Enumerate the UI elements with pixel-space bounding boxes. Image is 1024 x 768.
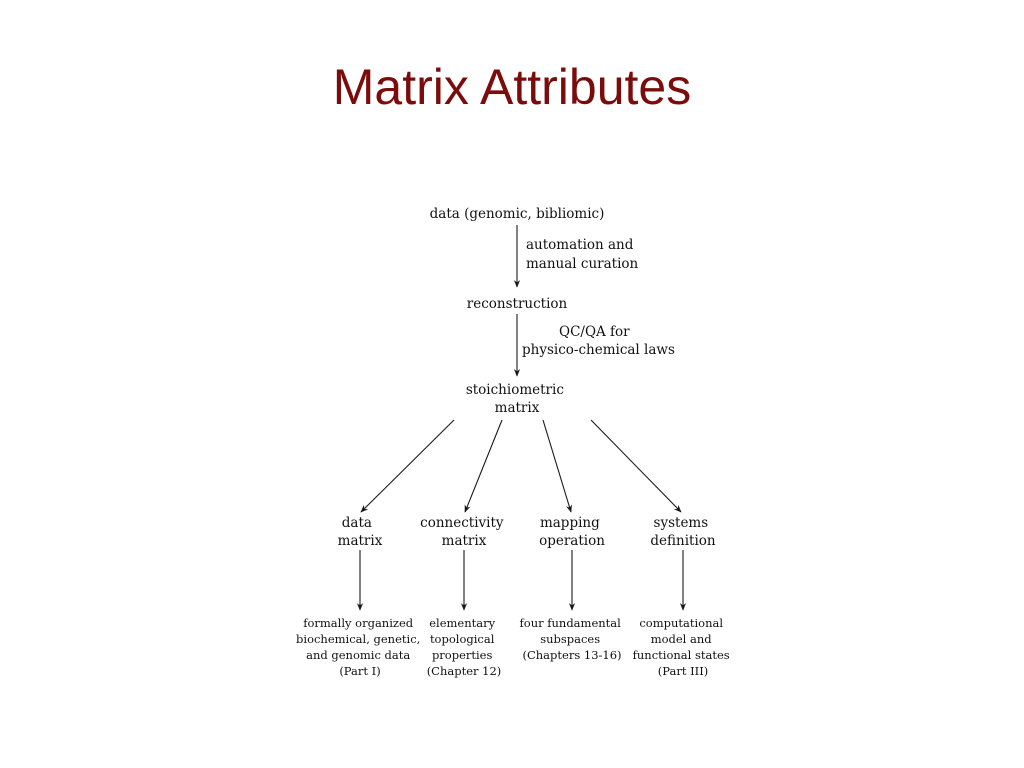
output-systems-definition: computational model and functional state… xyxy=(633,616,734,678)
output-mapping-operation: four fundamental subspaces (Chapters 13-… xyxy=(520,616,625,662)
edge-stoichiometric-to-connectivity-matrix xyxy=(464,419,503,513)
node-data-source: data (genomic, bibliomic) xyxy=(430,206,605,222)
node-reconstruction: reconstruction xyxy=(467,296,568,312)
node-stoichiometric-matrix: stoichiometric matrix xyxy=(466,382,568,416)
node-data-matrix: data matrix xyxy=(338,515,383,549)
edge-label-qcqa: QC/QA for physico-chemical laws xyxy=(522,324,675,358)
node-connectivity-matrix: connectivity matrix xyxy=(420,515,508,549)
slide-title: Matrix Attributes xyxy=(332,59,692,115)
output-connectivity-matrix: elementary topological properties (Chapt… xyxy=(427,616,502,678)
edge-label-automation: automation and manual curation xyxy=(526,237,639,272)
output-data-matrix: formally organized biochemical, genetic,… xyxy=(296,616,424,678)
node-mapping-operation: mapping operation xyxy=(539,515,605,549)
edge-stoichiometric-to-systems-definition xyxy=(590,419,682,513)
edge-stoichiometric-to-data-matrix xyxy=(360,419,455,513)
edge-stoichiometric-to-mapping-operation xyxy=(542,419,572,513)
node-systems-definition: systems definition xyxy=(650,515,716,549)
